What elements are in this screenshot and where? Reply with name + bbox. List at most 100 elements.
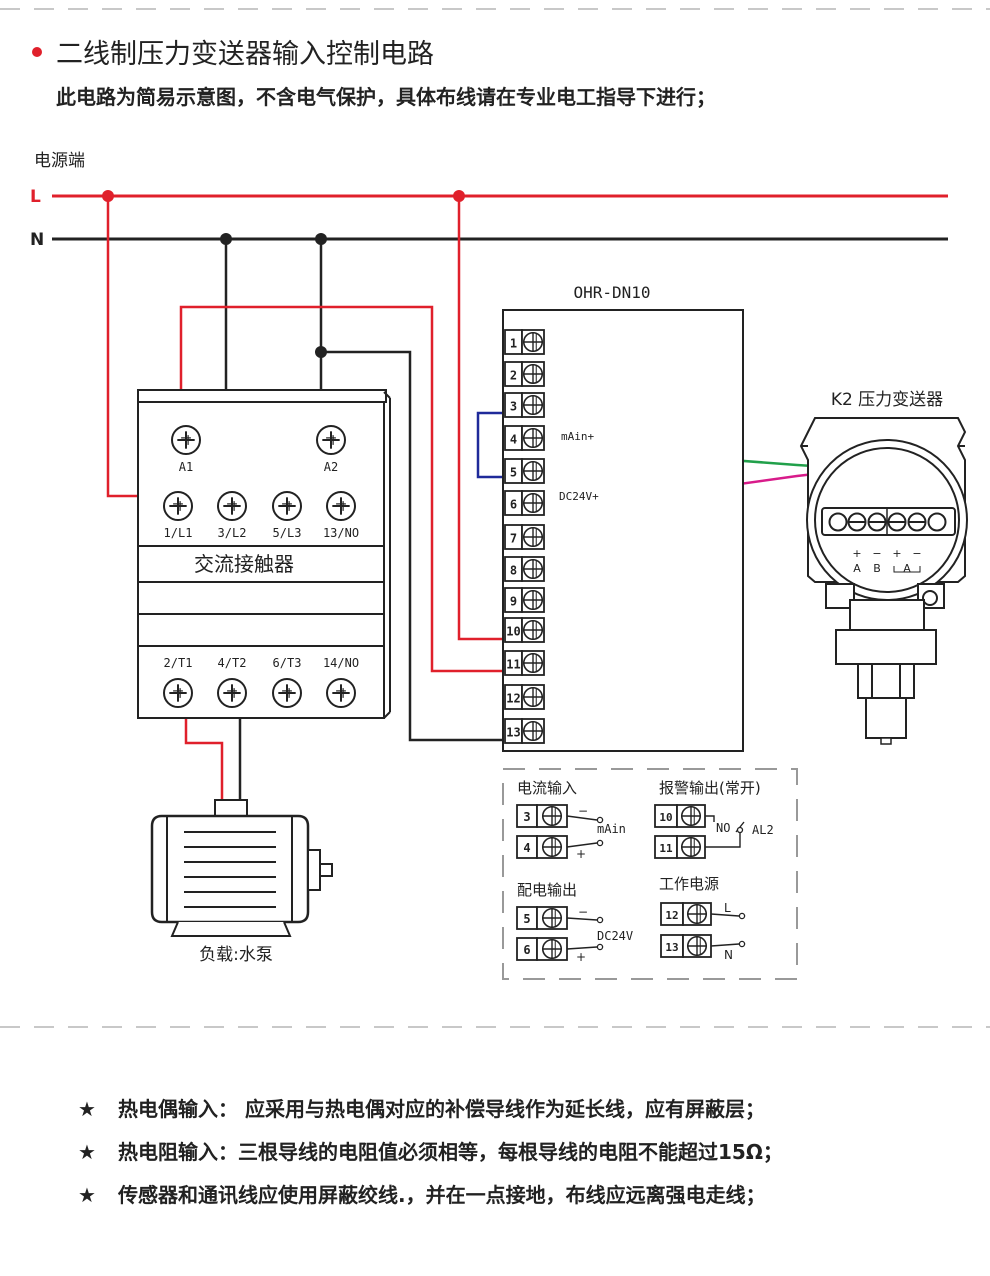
legend-alarm-no: NO bbox=[716, 821, 730, 835]
controller-terminal-8: 8 bbox=[504, 556, 545, 582]
controller-terminal-6-number: 6 bbox=[510, 497, 517, 511]
controller-terminal-2-number: 2 bbox=[510, 368, 517, 382]
legend-terminal-12: 12 bbox=[660, 902, 712, 926]
note-2-text: 热电阻输入：三根导线的电阻值必须相等，每根导线的电阻不能超过15Ω； bbox=[118, 1140, 783, 1164]
coil-screw-a1 bbox=[171, 425, 201, 455]
power-label: 电源端 bbox=[34, 151, 85, 171]
controller-label-dc: DC24V+ bbox=[559, 490, 599, 503]
transmitter-port bbox=[865, 697, 907, 739]
legend-current-plus: + bbox=[576, 847, 586, 861]
controller-terminal-8-number: 8 bbox=[510, 563, 517, 577]
transmitter-term-a: A bbox=[853, 562, 861, 575]
legend-lead-mA-minus bbox=[566, 815, 598, 821]
legend-terminal-12-number: 12 bbox=[665, 909, 678, 922]
motor-base bbox=[170, 921, 292, 937]
terminal-6-t3: 6/T3 bbox=[273, 656, 302, 670]
motor-label: 负载:水泵 bbox=[199, 945, 273, 965]
controller-terminal-9: 9 bbox=[504, 587, 545, 613]
legend-lead-dc-plus bbox=[566, 946, 598, 950]
controller-terminal-4: 4 bbox=[504, 425, 545, 451]
title-bullet bbox=[32, 47, 42, 57]
legend-lead-power-n bbox=[710, 943, 740, 947]
terminal-1-l1: 1/L1 bbox=[164, 526, 193, 540]
transmitter-terminal-5 bbox=[907, 512, 927, 532]
wire-n-to-t13 bbox=[321, 350, 503, 742]
terminal-4-t2: 4/T2 bbox=[218, 656, 247, 670]
contactor-terminals bbox=[163, 425, 356, 708]
legend-lead-power-l-end bbox=[738, 912, 746, 920]
transmitter-name: K2 压力变送器 bbox=[831, 390, 943, 410]
page-subtitle: 此电路为简易示意图，不含电气保护，具体布线请在专业电工指导下进行； bbox=[56, 85, 716, 109]
wire-t1-to-motor bbox=[184, 697, 224, 800]
transmitter-terminal-2 bbox=[847, 512, 867, 532]
top-screw-1 bbox=[163, 491, 193, 521]
legend-alarm-wire-top bbox=[705, 815, 715, 822]
legend-lead-power-n-end bbox=[738, 940, 746, 948]
note-2-star: ★ bbox=[78, 1140, 96, 1164]
wire-l-to-t10 bbox=[457, 196, 503, 641]
contactor-name: 交流接触器 bbox=[194, 552, 294, 576]
transmitter-terminal-6 bbox=[927, 512, 947, 532]
motor-shaft-housing bbox=[307, 849, 321, 891]
legend-terminal-6-number: 6 bbox=[523, 943, 530, 957]
legend-current-minus: − bbox=[578, 804, 588, 818]
legend-terminal-3-number: 3 bbox=[523, 810, 530, 824]
legend-terminal-5-number: 5 bbox=[523, 912, 530, 926]
legend-power-n: N bbox=[724, 948, 733, 962]
top-screw-2 bbox=[217, 491, 247, 521]
legend-lead-mA-plus bbox=[566, 842, 598, 848]
bottom-screw-2 bbox=[217, 678, 247, 708]
controller-label-mA: mAin+ bbox=[561, 430, 594, 443]
transmitter-plus-a: + bbox=[852, 547, 861, 560]
controller-terminal-5: 5 bbox=[504, 458, 545, 484]
legend-distribution-title: 配电输出 bbox=[517, 881, 577, 899]
note-1-star: ★ bbox=[78, 1097, 96, 1121]
legend-alarm-al: AL2 bbox=[752, 823, 774, 837]
controller-terminal-13-number: 13 bbox=[506, 725, 520, 739]
controller-terminal-5-number: 5 bbox=[510, 465, 517, 479]
controller-terminal-13: 13 bbox=[504, 718, 545, 744]
terminal-2-t1: 2/T1 bbox=[164, 656, 193, 670]
controller-terminal-12-number: 12 bbox=[506, 691, 520, 705]
junction-n-1 bbox=[220, 233, 232, 245]
transmitter-terminal-1 bbox=[828, 512, 848, 532]
legend-distribution-signal: DC24V bbox=[597, 929, 633, 943]
legend-terminal-11: 11 bbox=[654, 835, 706, 859]
junction-n-3 bbox=[315, 346, 327, 358]
legend-terminal-6: 6 bbox=[516, 937, 568, 961]
transmitter-terminal-3 bbox=[867, 512, 887, 532]
transmitter-term-b: B bbox=[873, 562, 881, 575]
legend-alarm-wire-bottom bbox=[705, 830, 741, 848]
contactor-body bbox=[137, 401, 385, 719]
junction-l-2 bbox=[453, 190, 465, 202]
note-3-text: 传感器和通讯线应使用屏蔽绞线.，并在一点接地，布线应远离强电走线； bbox=[117, 1183, 766, 1207]
controller-terminal-3: 3 bbox=[504, 392, 545, 418]
legend-alarm-title: 报警输出(常开) bbox=[659, 779, 761, 797]
controller-terminal-12: 12 bbox=[504, 684, 545, 710]
controller-terminal-2: 2 bbox=[504, 361, 545, 387]
transmitter-minus-b: − bbox=[912, 547, 921, 560]
motor-fins bbox=[184, 831, 276, 908]
controller-terminal-3-number: 3 bbox=[510, 399, 517, 413]
pressure-transmitter: K2 压力变送器 + − + − A B A bbox=[799, 390, 968, 745]
legend-terminal-13-number: 13 bbox=[665, 941, 678, 954]
motor-body bbox=[150, 814, 310, 924]
controller-terminal-7: 7 bbox=[504, 524, 545, 550]
bottom-screw-1 bbox=[163, 678, 193, 708]
coil-terminal-a2: A2 bbox=[324, 460, 338, 474]
legend-terminal-5: 5 bbox=[516, 906, 568, 930]
motor: 负载:水泵 bbox=[150, 799, 333, 965]
legend-lead-power-l bbox=[710, 913, 740, 917]
transmitter-terminals bbox=[828, 508, 947, 535]
bottom-screw-3 bbox=[272, 678, 302, 708]
legend-terminal-13: 13 bbox=[660, 934, 712, 958]
motor-terminal-box bbox=[214, 799, 248, 817]
motor-shaft bbox=[319, 863, 333, 877]
legend-current-signal: mAin bbox=[597, 822, 626, 836]
legend-frame bbox=[502, 768, 798, 980]
controller-terminal-10-number: 10 bbox=[506, 624, 520, 638]
